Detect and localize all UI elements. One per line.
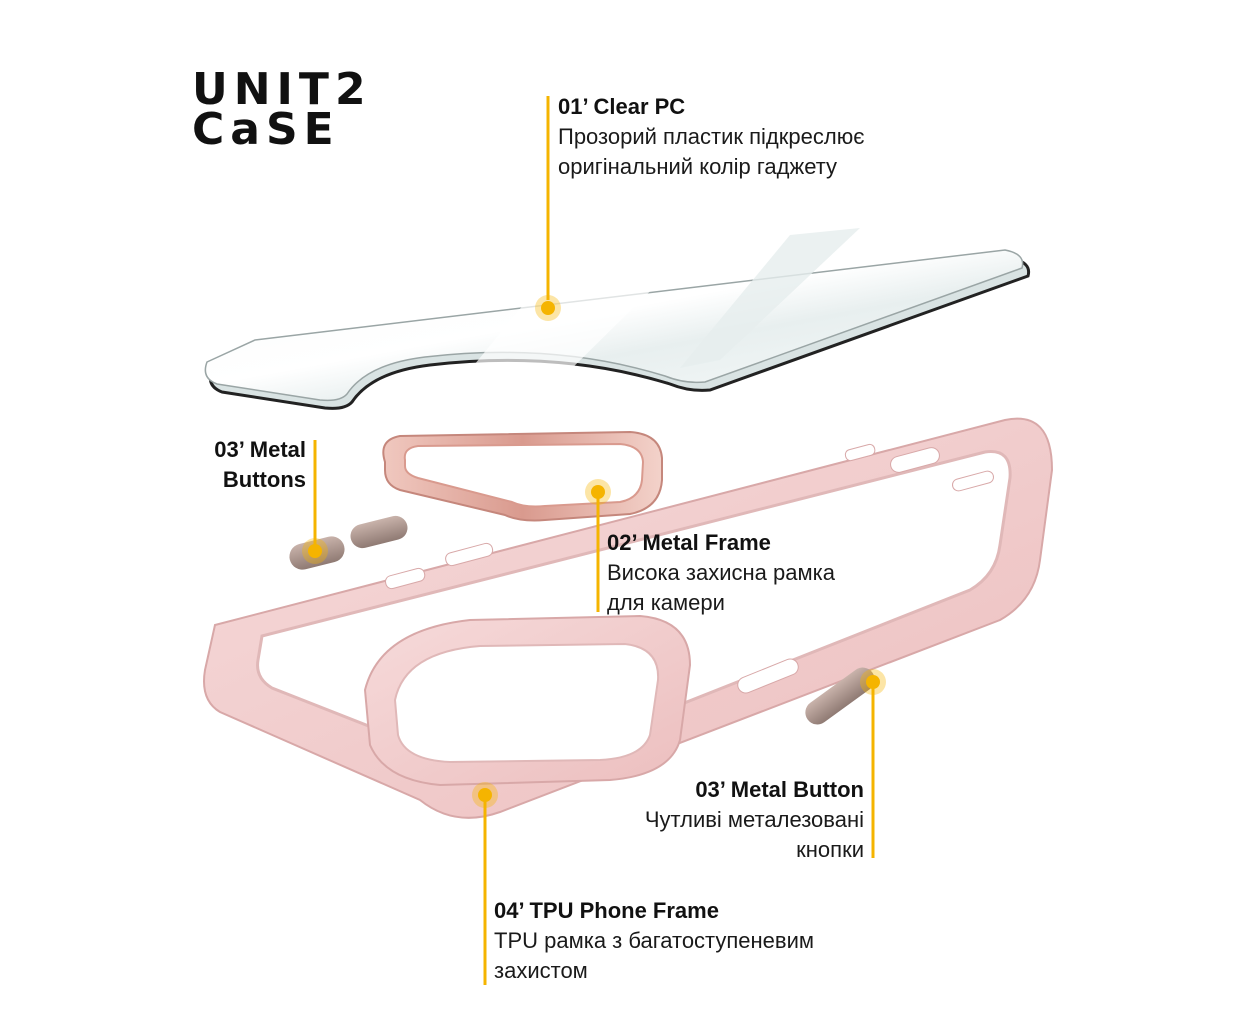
callout-metal-button-title: 03’ Metal Button xyxy=(695,777,864,802)
callout-dots xyxy=(302,295,886,808)
callout-metal-buttons-title1: 03’ Metal xyxy=(214,437,306,462)
callout-tpu-frame-desc2: захистом xyxy=(494,958,588,983)
metal-button-right xyxy=(805,667,875,725)
brand-logo-line1: UNIT2 xyxy=(192,64,372,115)
brand-logo: UNIT2 CaSE xyxy=(192,64,372,155)
callout-tpu-frame: 04’ TPU Phone Frame TPU рамка з багатост… xyxy=(494,896,814,986)
callout-metal-frame-desc1: Висока захисна рамка xyxy=(607,560,835,585)
callout-metal-button-desc2: кнопки xyxy=(796,837,864,862)
callout-clear-pc-desc2: оригінальний колір гаджету xyxy=(558,154,838,179)
callout-tpu-frame-title: 04’ TPU Phone Frame xyxy=(494,898,719,923)
callout-metal-frame-desc2: для камери xyxy=(607,590,725,615)
callout-pointers xyxy=(313,96,875,985)
tpu-phone-frame xyxy=(203,417,1054,819)
clear-pc-panel xyxy=(204,228,1031,410)
callout-metal-frame-title: 02’ Metal Frame xyxy=(607,530,771,555)
callout-metal-buttons: 03’ Metal Buttons xyxy=(150,435,306,495)
callout-metal-frame: 02’ Metal Frame Висока захисна рамка для… xyxy=(607,528,835,618)
callout-metal-button: 03’ Metal Button Чутливі металезовані кн… xyxy=(560,775,864,865)
callout-tpu-frame-desc1: TPU рамка з багатоступеневим xyxy=(494,928,815,953)
callout-clear-pc: 01’ Clear PC Прозорий пластик підкреслює… xyxy=(558,92,864,182)
metal-camera-frame xyxy=(382,430,663,522)
callout-metal-button-desc1: Чутливі металезовані xyxy=(644,807,864,832)
brand-logo-line2: CaSE xyxy=(192,104,340,155)
callout-metal-buttons-title2: Buttons xyxy=(222,467,306,492)
callout-clear-pc-desc1: Прозорий пластик підкреслює xyxy=(558,124,865,149)
callout-clear-pc-title: 01’ Clear PC xyxy=(558,94,686,119)
